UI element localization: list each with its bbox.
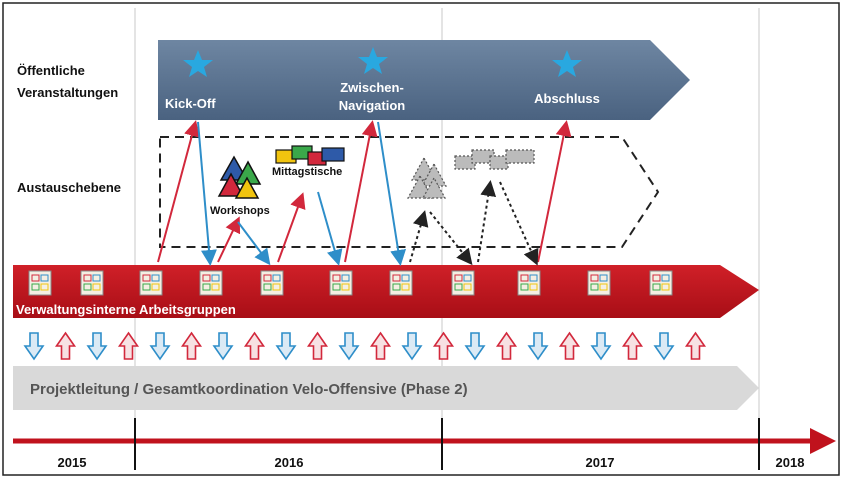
down-arrow-icon (653, 332, 675, 361)
document-icon (260, 270, 284, 296)
up-arrow-icon (369, 331, 392, 360)
round-tables-icon (275, 145, 345, 166)
down-arrow-icon (275, 332, 297, 361)
future-round-tables-icon (454, 149, 535, 170)
up-arrow-icon (306, 331, 329, 360)
down-arrow-icon (527, 332, 549, 361)
future-workshops-icon (406, 156, 448, 199)
future-links (409, 180, 539, 266)
blue-links (197, 121, 407, 266)
document-icon (329, 270, 353, 296)
up-arrow-icon (621, 331, 644, 360)
down-arrow-icon (212, 332, 234, 361)
event-midway-1: Zwischen- (340, 80, 404, 95)
year-label: 2016 (275, 455, 304, 470)
timeline-arrowhead (810, 428, 836, 454)
year-label: 2018 (776, 455, 805, 470)
down-arrow-icon (86, 332, 108, 361)
workshops-icon (217, 155, 262, 199)
coordination-band (13, 366, 759, 410)
down-arrow-icon (338, 332, 360, 361)
down-arrow-icon (149, 332, 171, 361)
up-arrow-icon (558, 331, 581, 360)
event-midway-2: Navigation (339, 98, 406, 113)
document-icons (28, 270, 673, 296)
round-tables-label: Mittagstische (272, 166, 342, 178)
workshops-label: Workshops (210, 205, 270, 217)
star-icon (183, 50, 213, 77)
down-arrow-icon (401, 332, 423, 361)
document-icon (389, 270, 413, 296)
working-groups-label: Verwaltungsinterne Arbeitsgruppen (16, 302, 236, 317)
document-icon (649, 270, 673, 296)
document-icon (139, 270, 163, 296)
timeline-ticks (134, 418, 760, 470)
row-label-public-1: Öffentliche (17, 63, 85, 78)
star-icon (358, 47, 388, 74)
year-label: 2017 (586, 455, 615, 470)
up-arrow-icon (243, 331, 266, 360)
up-arrow-icon (54, 331, 77, 360)
red-links (157, 120, 572, 263)
coordination-label: Projektleitung / Gesamtkoordination Velo… (30, 381, 468, 398)
up-arrow-icon (432, 331, 455, 360)
row-label-exchange: Austauschebene (17, 180, 121, 195)
document-icon (451, 270, 475, 296)
event-final: Abschluss (534, 91, 600, 106)
down-arrow-icon (464, 332, 486, 361)
down-arrow-icon (23, 332, 45, 361)
document-icon (199, 270, 223, 296)
down-arrow-icon (590, 332, 612, 361)
document-icon (28, 270, 52, 296)
public-events-band (158, 40, 690, 120)
document-icon (80, 270, 104, 296)
event-kickoff: Kick-Off (165, 96, 216, 111)
up-arrow-icon (117, 331, 140, 360)
up-arrow-icon (495, 331, 518, 360)
exchange-band (159, 136, 660, 248)
up-arrow-icon (684, 331, 707, 360)
document-icon (517, 270, 541, 296)
year-label: 2015 (58, 455, 87, 470)
star-icon (552, 50, 582, 77)
row-label-public-2: Veranstaltungen (17, 85, 118, 100)
up-arrow-icon (180, 331, 203, 360)
exchange-arrows-row (23, 331, 707, 361)
document-icon (587, 270, 611, 296)
